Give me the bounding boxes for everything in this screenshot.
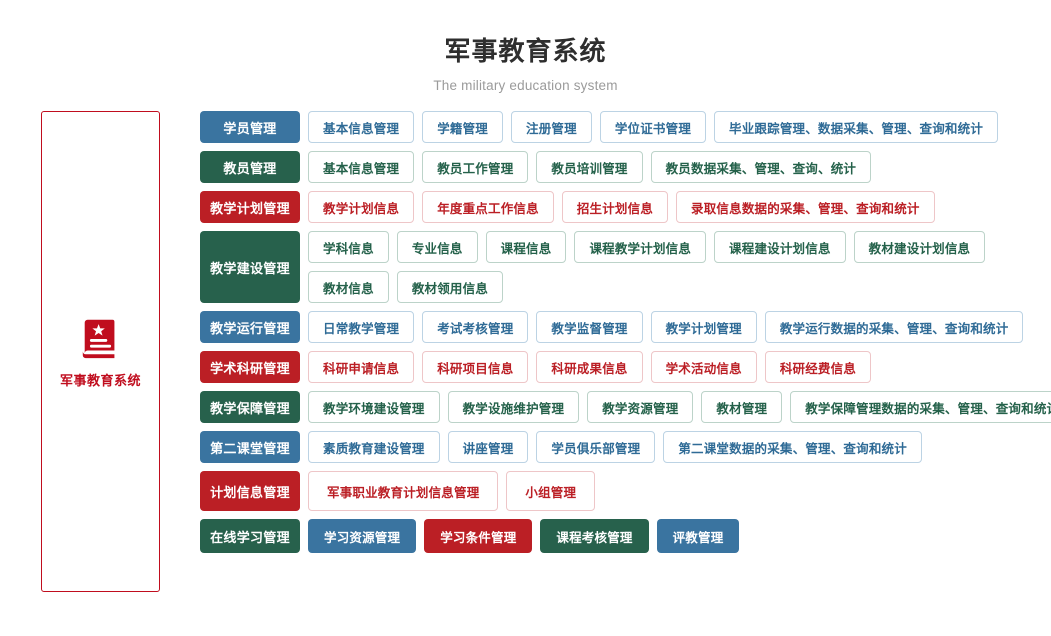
sidebar-label: 军事教育系统: [59, 372, 141, 388]
page-header: 军事教育系统 The military education system: [0, 0, 1051, 93]
module-items-column: 学习资源管理学习条件管理课程考核管理评教管理: [308, 519, 740, 554]
module-item-button[interactable]: 评教管理: [656, 519, 740, 554]
module-item-button[interactable]: 学习条件管理: [424, 519, 533, 554]
module-item-button[interactable]: 课程信息: [485, 231, 567, 264]
module-items-line: 基本信息管理学籍管理注册管理学位证书管理毕业跟踪管理、数据采集、管理、查询和统计: [308, 111, 999, 144]
book-star-icon: [78, 315, 124, 361]
module-row: 教学建设管理学科信息专业信息课程信息课程教学计划信息课程建设计划信息教材建设计划…: [200, 231, 1051, 304]
module-items-column: 学科信息专业信息课程信息课程教学计划信息课程建设计划信息教材建设计划信息教材信息…: [308, 231, 986, 304]
module-item-button[interactable]: 年度重点工作信息: [422, 191, 554, 224]
module-item-button[interactable]: 科研经费信息: [764, 351, 872, 384]
module-items-column: 军事职业教育计划信息管理小组管理: [308, 471, 596, 512]
module-items-line: 学习资源管理学习条件管理课程考核管理评教管理: [308, 519, 740, 554]
module-row: 学术科研管理科研申请信息科研项目信息科研成果信息学术活动信息科研经费信息: [200, 351, 1051, 384]
module-row: 第二课堂管理素质教育建设管理讲座管理学员俱乐部管理第二课堂数据的采集、管理、查询…: [200, 431, 1051, 464]
category-button[interactable]: 教学计划管理: [200, 191, 300, 224]
module-item-button[interactable]: 教学资源管理: [587, 391, 694, 424]
module-item-button[interactable]: 学科信息: [308, 231, 389, 264]
module-item-button[interactable]: 学术活动信息: [650, 351, 757, 384]
module-item-button[interactable]: 教学计划管理: [650, 311, 757, 344]
module-items-line: 教学环境建设管理教学设施维护管理教学资源管理教材管理教学保障管理数据的采集、管理…: [308, 391, 1051, 424]
module-item-button[interactable]: 教材管理: [701, 391, 783, 424]
module-items-line: 教材信息教材领用信息: [308, 271, 985, 304]
category-button[interactable]: 学术科研管理: [200, 351, 300, 384]
module-items-column: 日常教学管理考试考核管理教学监督管理教学计划管理教学运行数据的采集、管理、查询和…: [308, 311, 1024, 344]
module-item-button[interactable]: 教材领用信息: [396, 271, 504, 304]
module-item-button[interactable]: 素质教育建设管理: [308, 431, 440, 464]
category-button[interactable]: 教员管理: [200, 151, 300, 184]
module-items-line: 学科信息专业信息课程信息课程教学计划信息课程建设计划信息教材建设计划信息: [308, 231, 986, 264]
module-item-button[interactable]: 科研申请信息: [308, 351, 415, 384]
module-item-button[interactable]: 专业信息: [396, 231, 478, 264]
module-item-button[interactable]: 毕业跟踪管理、数据采集、管理、查询和统计: [714, 111, 999, 144]
module-items-column: 素质教育建设管理讲座管理学员俱乐部管理第二课堂数据的采集、管理、查询和统计: [308, 431, 922, 464]
module-item-button[interactable]: 军事职业教育计划信息管理: [308, 471, 499, 512]
module-item-button[interactable]: 考试考核管理: [422, 311, 529, 344]
module-item-button[interactable]: 学位证书管理: [599, 111, 707, 144]
category-button[interactable]: 教学建设管理: [200, 231, 300, 304]
module-item-button[interactable]: 基本信息管理: [308, 111, 415, 144]
module-item-button[interactable]: 教材信息: [308, 271, 389, 304]
module-item-button[interactable]: 录取信息数据的采集、管理、查询和统计: [676, 191, 935, 224]
module-item-button[interactable]: 讲座管理: [447, 431, 529, 464]
category-button[interactable]: 第二课堂管理: [200, 431, 300, 464]
module-items-line: 科研申请信息科研项目信息科研成果信息学术活动信息科研经费信息: [308, 351, 872, 384]
module-item-button[interactable]: 课程考核管理: [540, 519, 649, 554]
module-item-button[interactable]: 教员培训管理: [536, 151, 643, 184]
category-button[interactable]: 教学运行管理: [200, 311, 300, 344]
module-items-column: 教学环境建设管理教学设施维护管理教学资源管理教材管理教学保障管理数据的采集、管理…: [308, 391, 1051, 424]
category-button[interactable]: 学员管理: [200, 111, 300, 144]
module-item-button[interactable]: 小组管理: [506, 471, 596, 512]
module-row: 教员管理基本信息管理教员工作管理教员培训管理教员数据采集、管理、查询、统计: [200, 151, 1051, 184]
module-items-line: 基本信息管理教员工作管理教员培训管理教员数据采集、管理、查询、统计: [308, 151, 872, 184]
module-items-column: 教学计划信息年度重点工作信息招生计划信息录取信息数据的采集、管理、查询和统计: [308, 191, 935, 224]
module-item-button[interactable]: 基本信息管理: [308, 151, 415, 184]
module-items-column: 科研申请信息科研项目信息科研成果信息学术活动信息科研经费信息: [308, 351, 872, 384]
module-item-button[interactable]: 教员工作管理: [422, 151, 529, 184]
module-item-button[interactable]: 学习资源管理: [308, 519, 417, 554]
category-button[interactable]: 在线学习管理: [200, 519, 300, 554]
page-body: 军事教育系统 学员管理基本信息管理学籍管理注册管理学位证书管理毕业跟踪管理、数据…: [0, 93, 1051, 593]
system-sidebar-card[interactable]: 军事教育系统: [41, 111, 160, 593]
module-item-button[interactable]: 学籍管理: [422, 111, 504, 144]
module-items-line: 军事职业教育计划信息管理小组管理: [308, 471, 596, 512]
module-item-button[interactable]: 教学设施维护管理: [447, 391, 580, 424]
category-button[interactable]: 计划信息管理: [200, 471, 300, 512]
module-items-line: 日常教学管理考试考核管理教学监督管理教学计划管理教学运行数据的采集、管理、查询和…: [308, 311, 1024, 344]
module-row: 在线学习管理学习资源管理学习条件管理课程考核管理评教管理: [200, 519, 1051, 554]
module-item-button[interactable]: 教员数据采集、管理、查询、统计: [650, 151, 872, 184]
module-item-button[interactable]: 学员俱乐部管理: [536, 431, 656, 464]
module-item-button[interactable]: 日常教学管理: [308, 311, 415, 344]
module-item-button[interactable]: 教学保障管理数据的采集、管理、查询和统计: [790, 391, 1051, 424]
module-item-button[interactable]: 教学运行数据的采集、管理、查询和统计: [764, 311, 1024, 344]
module-row: 学员管理基本信息管理学籍管理注册管理学位证书管理毕业跟踪管理、数据采集、管理、查…: [200, 111, 1051, 144]
module-item-button[interactable]: 课程建设计划信息: [714, 231, 846, 264]
module-items-line: 教学计划信息年度重点工作信息招生计划信息录取信息数据的采集、管理、查询和统计: [308, 191, 935, 224]
module-item-button[interactable]: 教学监督管理: [536, 311, 643, 344]
module-items-column: 基本信息管理教员工作管理教员培训管理教员数据采集、管理、查询、统计: [308, 151, 872, 184]
module-item-button[interactable]: 科研项目信息: [422, 351, 529, 384]
module-matrix: 学员管理基本信息管理学籍管理注册管理学位证书管理毕业跟踪管理、数据采集、管理、查…: [200, 111, 1051, 554]
module-row: 计划信息管理军事职业教育计划信息管理小组管理: [200, 471, 1051, 512]
module-row: 教学保障管理教学环境建设管理教学设施维护管理教学资源管理教材管理教学保障管理数据…: [200, 391, 1051, 424]
module-items-line: 素质教育建设管理讲座管理学员俱乐部管理第二课堂数据的采集、管理、查询和统计: [308, 431, 922, 464]
module-row: 教学计划管理教学计划信息年度重点工作信息招生计划信息录取信息数据的采集、管理、查…: [200, 191, 1051, 224]
page-title: 军事教育系统: [444, 36, 607, 66]
module-item-button[interactable]: 教材建设计划信息: [853, 231, 986, 264]
module-item-button[interactable]: 科研成果信息: [536, 351, 643, 384]
module-item-button[interactable]: 教学环境建设管理: [308, 391, 440, 424]
module-item-button[interactable]: 教学计划信息: [308, 191, 415, 224]
module-items-column: 基本信息管理学籍管理注册管理学位证书管理毕业跟踪管理、数据采集、管理、查询和统计: [308, 111, 999, 144]
module-item-button[interactable]: 课程教学计划信息: [574, 231, 707, 264]
module-item-button[interactable]: 注册管理: [511, 111, 592, 144]
module-item-button[interactable]: 招生计划信息: [561, 191, 669, 224]
category-button[interactable]: 教学保障管理: [200, 391, 300, 424]
module-row: 教学运行管理日常教学管理考试考核管理教学监督管理教学计划管理教学运行数据的采集、…: [200, 311, 1051, 344]
page-subtitle: The military education system: [433, 78, 618, 94]
module-item-button[interactable]: 第二课堂数据的采集、管理、查询和统计: [663, 431, 922, 464]
